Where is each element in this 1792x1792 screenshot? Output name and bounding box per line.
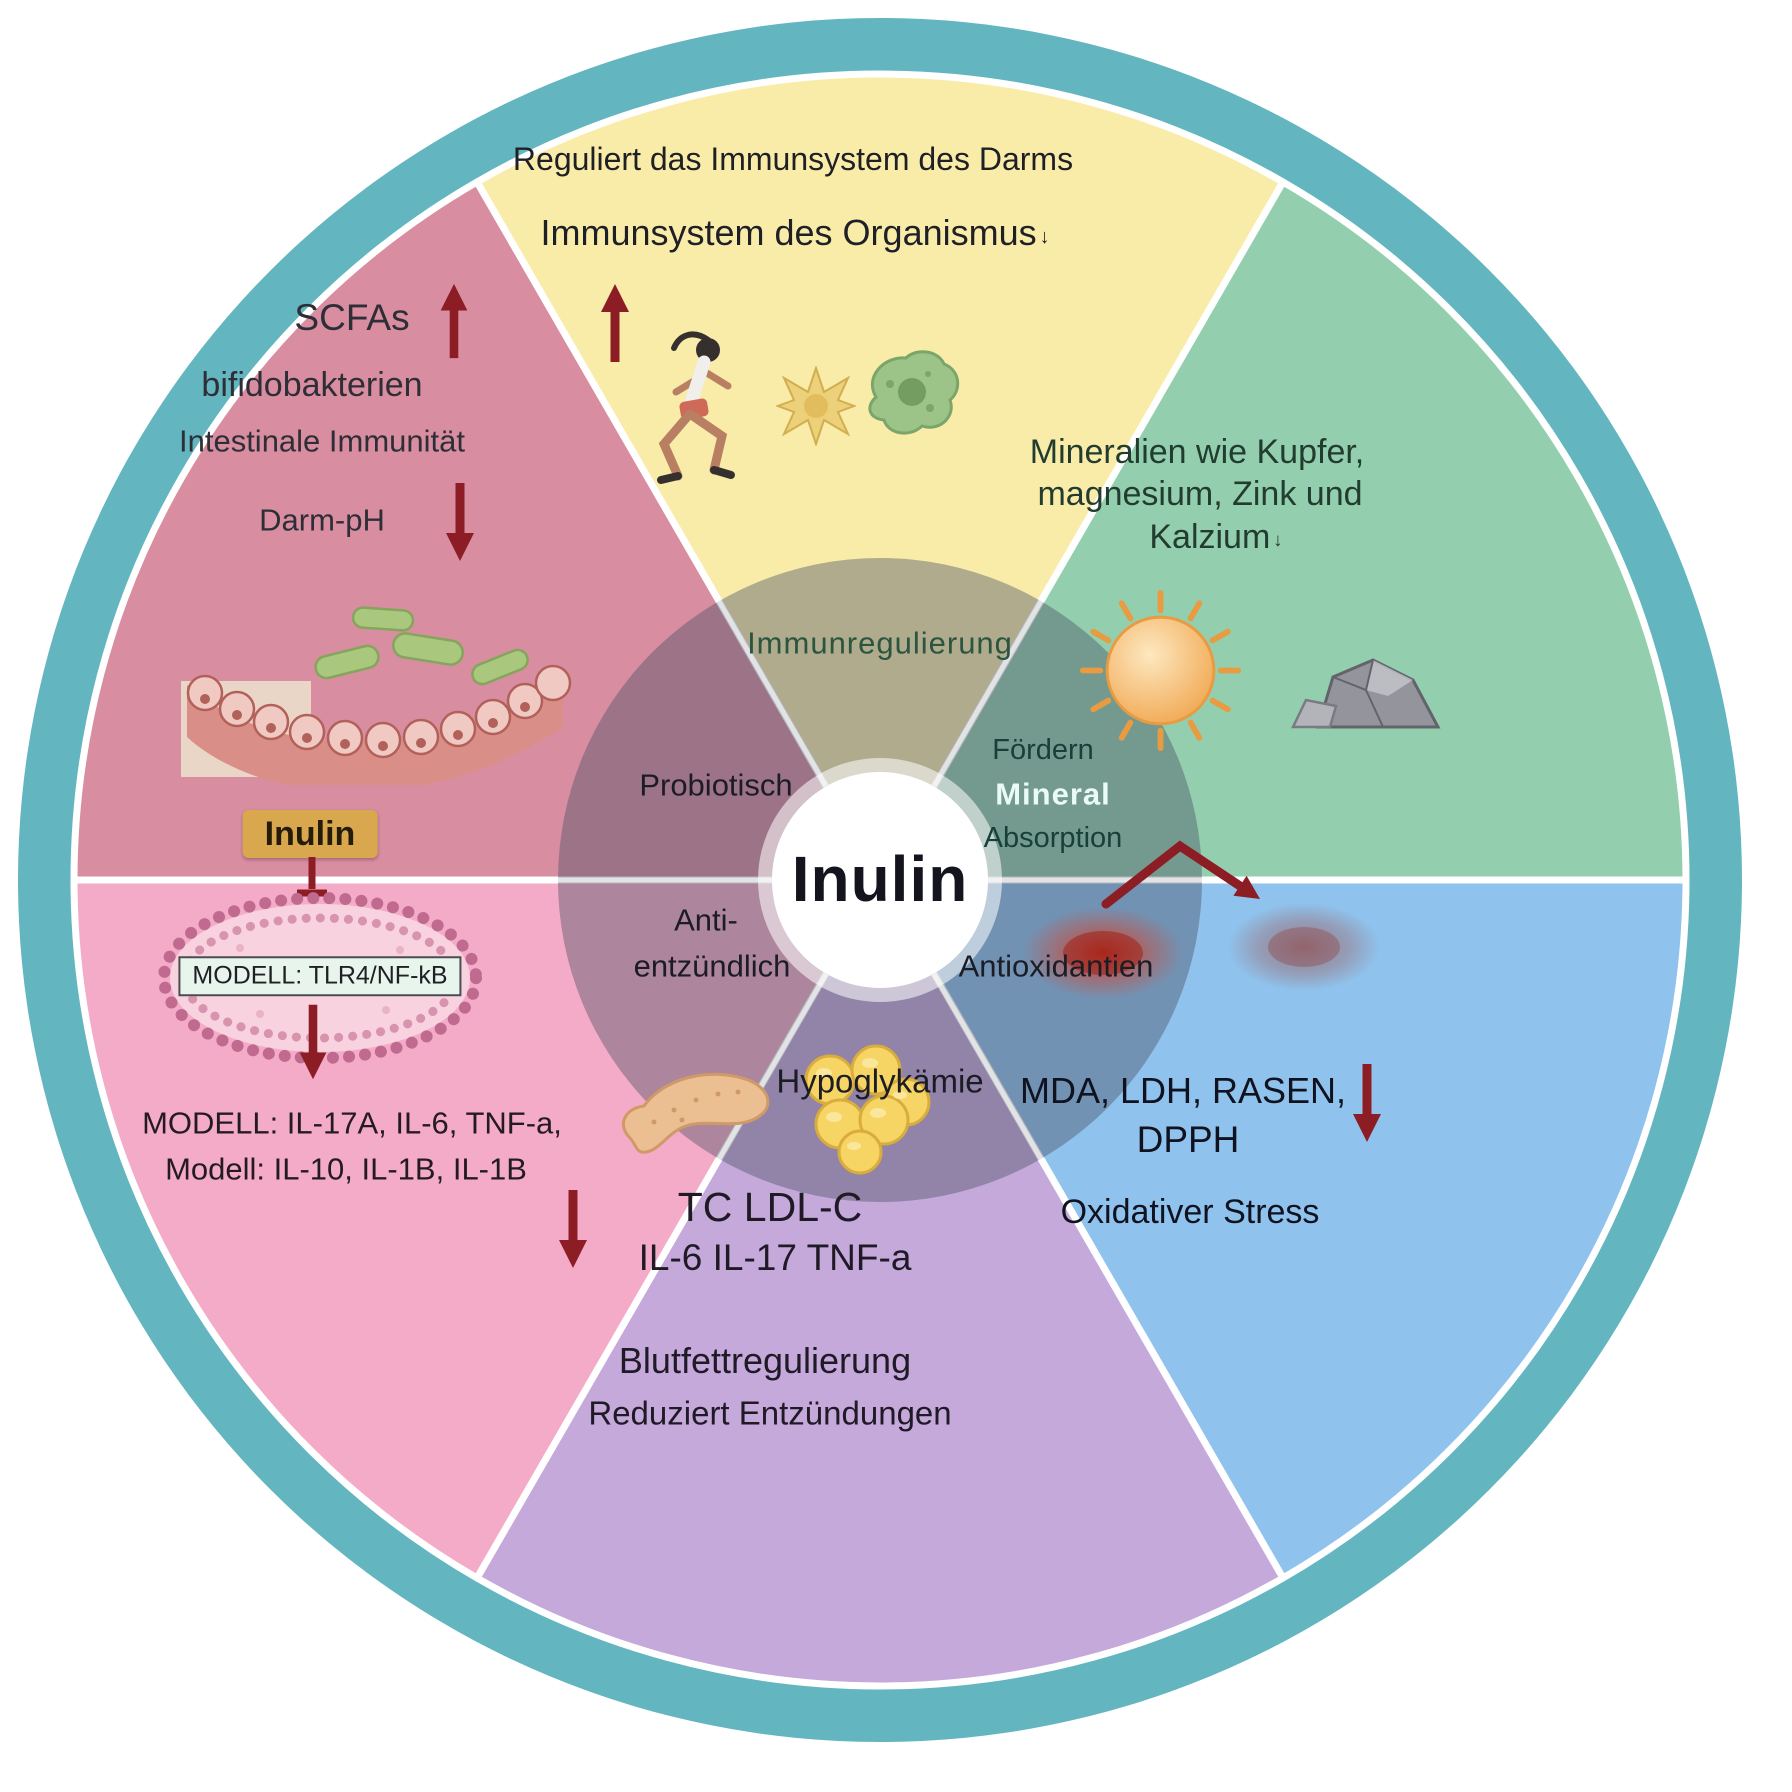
lipid-line2: IL-6 IL-17 TNF-a: [638, 1237, 912, 1279]
small-down-arrow-icon: ↓: [1273, 529, 1283, 551]
hub-label-mineral: Mineral: [995, 776, 1111, 812]
antioxidant-line3: Oxidativer Stress: [1060, 1192, 1320, 1231]
pancreas-icon: [622, 1072, 770, 1154]
hub-divider-lines: [558, 599, 1202, 1161]
hub-label-probiotisch: Probiotisch: [639, 767, 793, 803]
antioxidant-line1: MDA, LDH, RASEN,: [1019, 1069, 1347, 1111]
mineral-line1: Mineralien wie Kupfer,: [1029, 432, 1365, 471]
membrane-model-box: MODELL: TLR4/NF-kB: [178, 956, 462, 996]
antiinflammatory-line2: Modell: IL-10, IL-1B, IL-1B: [165, 1151, 527, 1187]
immune-cell-icon: [776, 366, 856, 446]
hub-label-immunregulierung: Immunregulierung: [747, 625, 1013, 661]
inulin-box: Inulin: [242, 809, 378, 859]
hub-label-hypoglykaemie: Hypoglykämie: [776, 1062, 984, 1100]
hub-label-anti: Anti-: [674, 902, 738, 938]
immune-line2: Immunsystem des Organismus↓: [540, 212, 1049, 254]
lipid-line4: Reduziert Entzündungen: [588, 1394, 952, 1432]
bent-arrow-icon: [1101, 840, 1260, 909]
immune-line1: Reguliert das Immunsystem des Darms: [512, 141, 1074, 178]
up-arrow-icon: [440, 283, 468, 359]
small-down-arrow-icon: ↓: [1039, 225, 1050, 248]
intestinal-lining-icon: [181, 606, 572, 785]
down-arrow-icon: [446, 483, 474, 561]
down-arrow-icon: [299, 1004, 327, 1080]
hub-label-foerdern: Fördern: [992, 733, 1094, 766]
hub-label-antioxidantien: Antioxidantien: [958, 948, 1154, 984]
sun-icon: [1079, 589, 1242, 752]
probiotic-line4: Darm-pH: [259, 502, 385, 538]
down-arrow-icon: [559, 1190, 587, 1268]
hub-label-entzuendlich: entzündlich: [633, 948, 791, 984]
probiotic-line3: Intestinale Immunität: [178, 423, 466, 459]
hub-label-absorption: Absorption: [983, 821, 1123, 854]
down-arrow-icon: [1353, 1064, 1381, 1142]
center-title: Inulin: [791, 843, 969, 916]
macrophage-cell-icon: [868, 350, 960, 435]
hub-circle: [772, 772, 988, 988]
mineral-line3-text: Kalzium: [1149, 517, 1271, 556]
probiotic-line1: SCFAs: [294, 297, 410, 339]
up-arrow-icon: [601, 284, 629, 362]
probiotic-line2: bifidobakterien: [201, 365, 423, 404]
fat-cells-icon: [804, 1044, 931, 1175]
segment-antiinflammatory-wedge: [70, 876, 884, 1582]
antiinflammatory-line1: MODELL: IL-17A, IL-6, TNF-a,: [142, 1105, 562, 1141]
lipid-line3: Blutfettregulierung: [618, 1339, 912, 1381]
segment-lipid-wedge: [473, 876, 1287, 1690]
mineral-line2: magnesium, Zink und: [1037, 474, 1363, 513]
mineral-line3: Kalzium↓: [1149, 517, 1282, 557]
runner-icon: [657, 331, 735, 484]
segment-mineral-wedge: [876, 178, 1690, 884]
oxidized-cell-icon: [1023, 907, 1183, 999]
faded-cell-icon: [1228, 903, 1380, 991]
segment-immune-wedge: [473, 70, 1287, 884]
antioxidant-line2: DPPH: [1136, 1119, 1240, 1161]
immune-line2-text: Immunsystem des Organismus: [540, 211, 1037, 253]
lipid-line1: TC LDL-C: [677, 1183, 863, 1230]
mineral-rocks-icon: [1291, 658, 1441, 729]
segment-antioxidant-wedge: [876, 876, 1690, 1582]
